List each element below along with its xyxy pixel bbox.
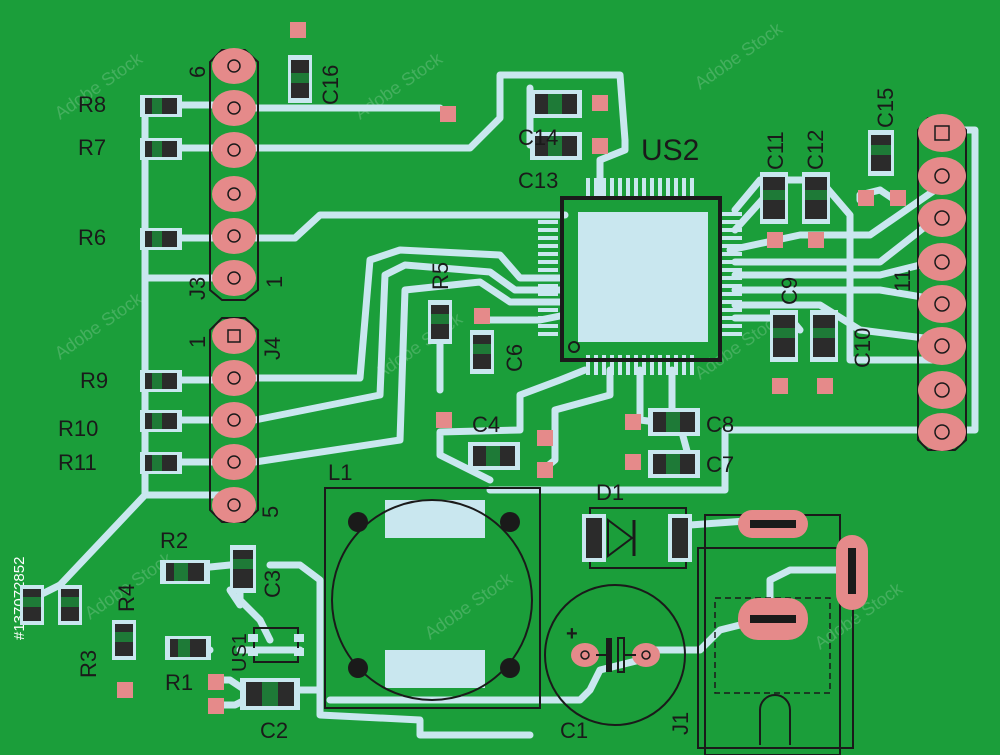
label-c8: C8 [706,412,734,437]
label-j4-pin5: 5 [258,506,283,518]
us1-chip [248,627,304,663]
j3-header [209,48,259,301]
label-r2: R2 [160,528,188,553]
label-r7: R7 [78,135,106,160]
label-j3-pin6: 6 [185,66,210,78]
label-j1: J1 [668,712,693,735]
label-c3: C3 [260,570,285,598]
label-us2: US2 [641,134,699,167]
us2-ic [538,178,742,375]
label-j3-pin1: 1 [262,276,287,288]
j4-header [209,317,259,523]
label-us1: US1 [229,633,251,672]
label-l1: L1 [328,460,352,485]
label-c1: C1 [560,718,588,743]
label-r9: R9 [80,368,108,393]
label-j4-pin1: 1 [185,336,210,348]
label-r5: R5 [428,262,453,290]
label-r10: R10 [58,416,98,441]
smd-vertical-parts [20,55,894,660]
d1-diode [582,507,692,569]
label-c9: C9 [777,277,802,305]
label-c7: C7 [706,452,734,477]
right-header [917,114,967,451]
label-r3: R3 [76,650,101,678]
label-c6: C6 [502,344,527,372]
label-right-header-pin: 11 [890,269,915,292]
c1-capacitor [544,584,686,726]
label-c2: C2 [260,718,288,743]
label-c4: C4 [472,412,500,437]
j1-power-jack [697,510,868,755]
test-pads [117,22,906,714]
label-c15: C15 [873,88,898,128]
label-r1: R1 [165,670,193,695]
label-c1-plus: + [566,623,578,645]
label-c13: C13 [518,168,558,193]
label-d1: D1 [596,480,624,505]
label-c11: C11 [763,131,788,170]
label-r8: R8 [78,92,106,117]
smd-resistors [140,95,211,660]
label-c10: C10 [850,328,875,368]
label-c14: C14 [518,125,558,150]
smd-horizontal-caps [240,90,700,710]
label-c12: C12 [803,130,828,170]
label-r4: R4 [114,584,139,612]
label-c16: C16 [318,65,343,105]
l1-inductor [324,487,541,709]
label-r11: R11 [58,450,97,475]
silkscreen-labels: US2 R8 R7 R6 R9 R10 R11 R2 R1 C2 L1 D1 C… [58,65,915,743]
label-r6: R6 [78,225,106,250]
label-j4: J4 [260,337,285,360]
label-j3: J3 [185,277,210,300]
